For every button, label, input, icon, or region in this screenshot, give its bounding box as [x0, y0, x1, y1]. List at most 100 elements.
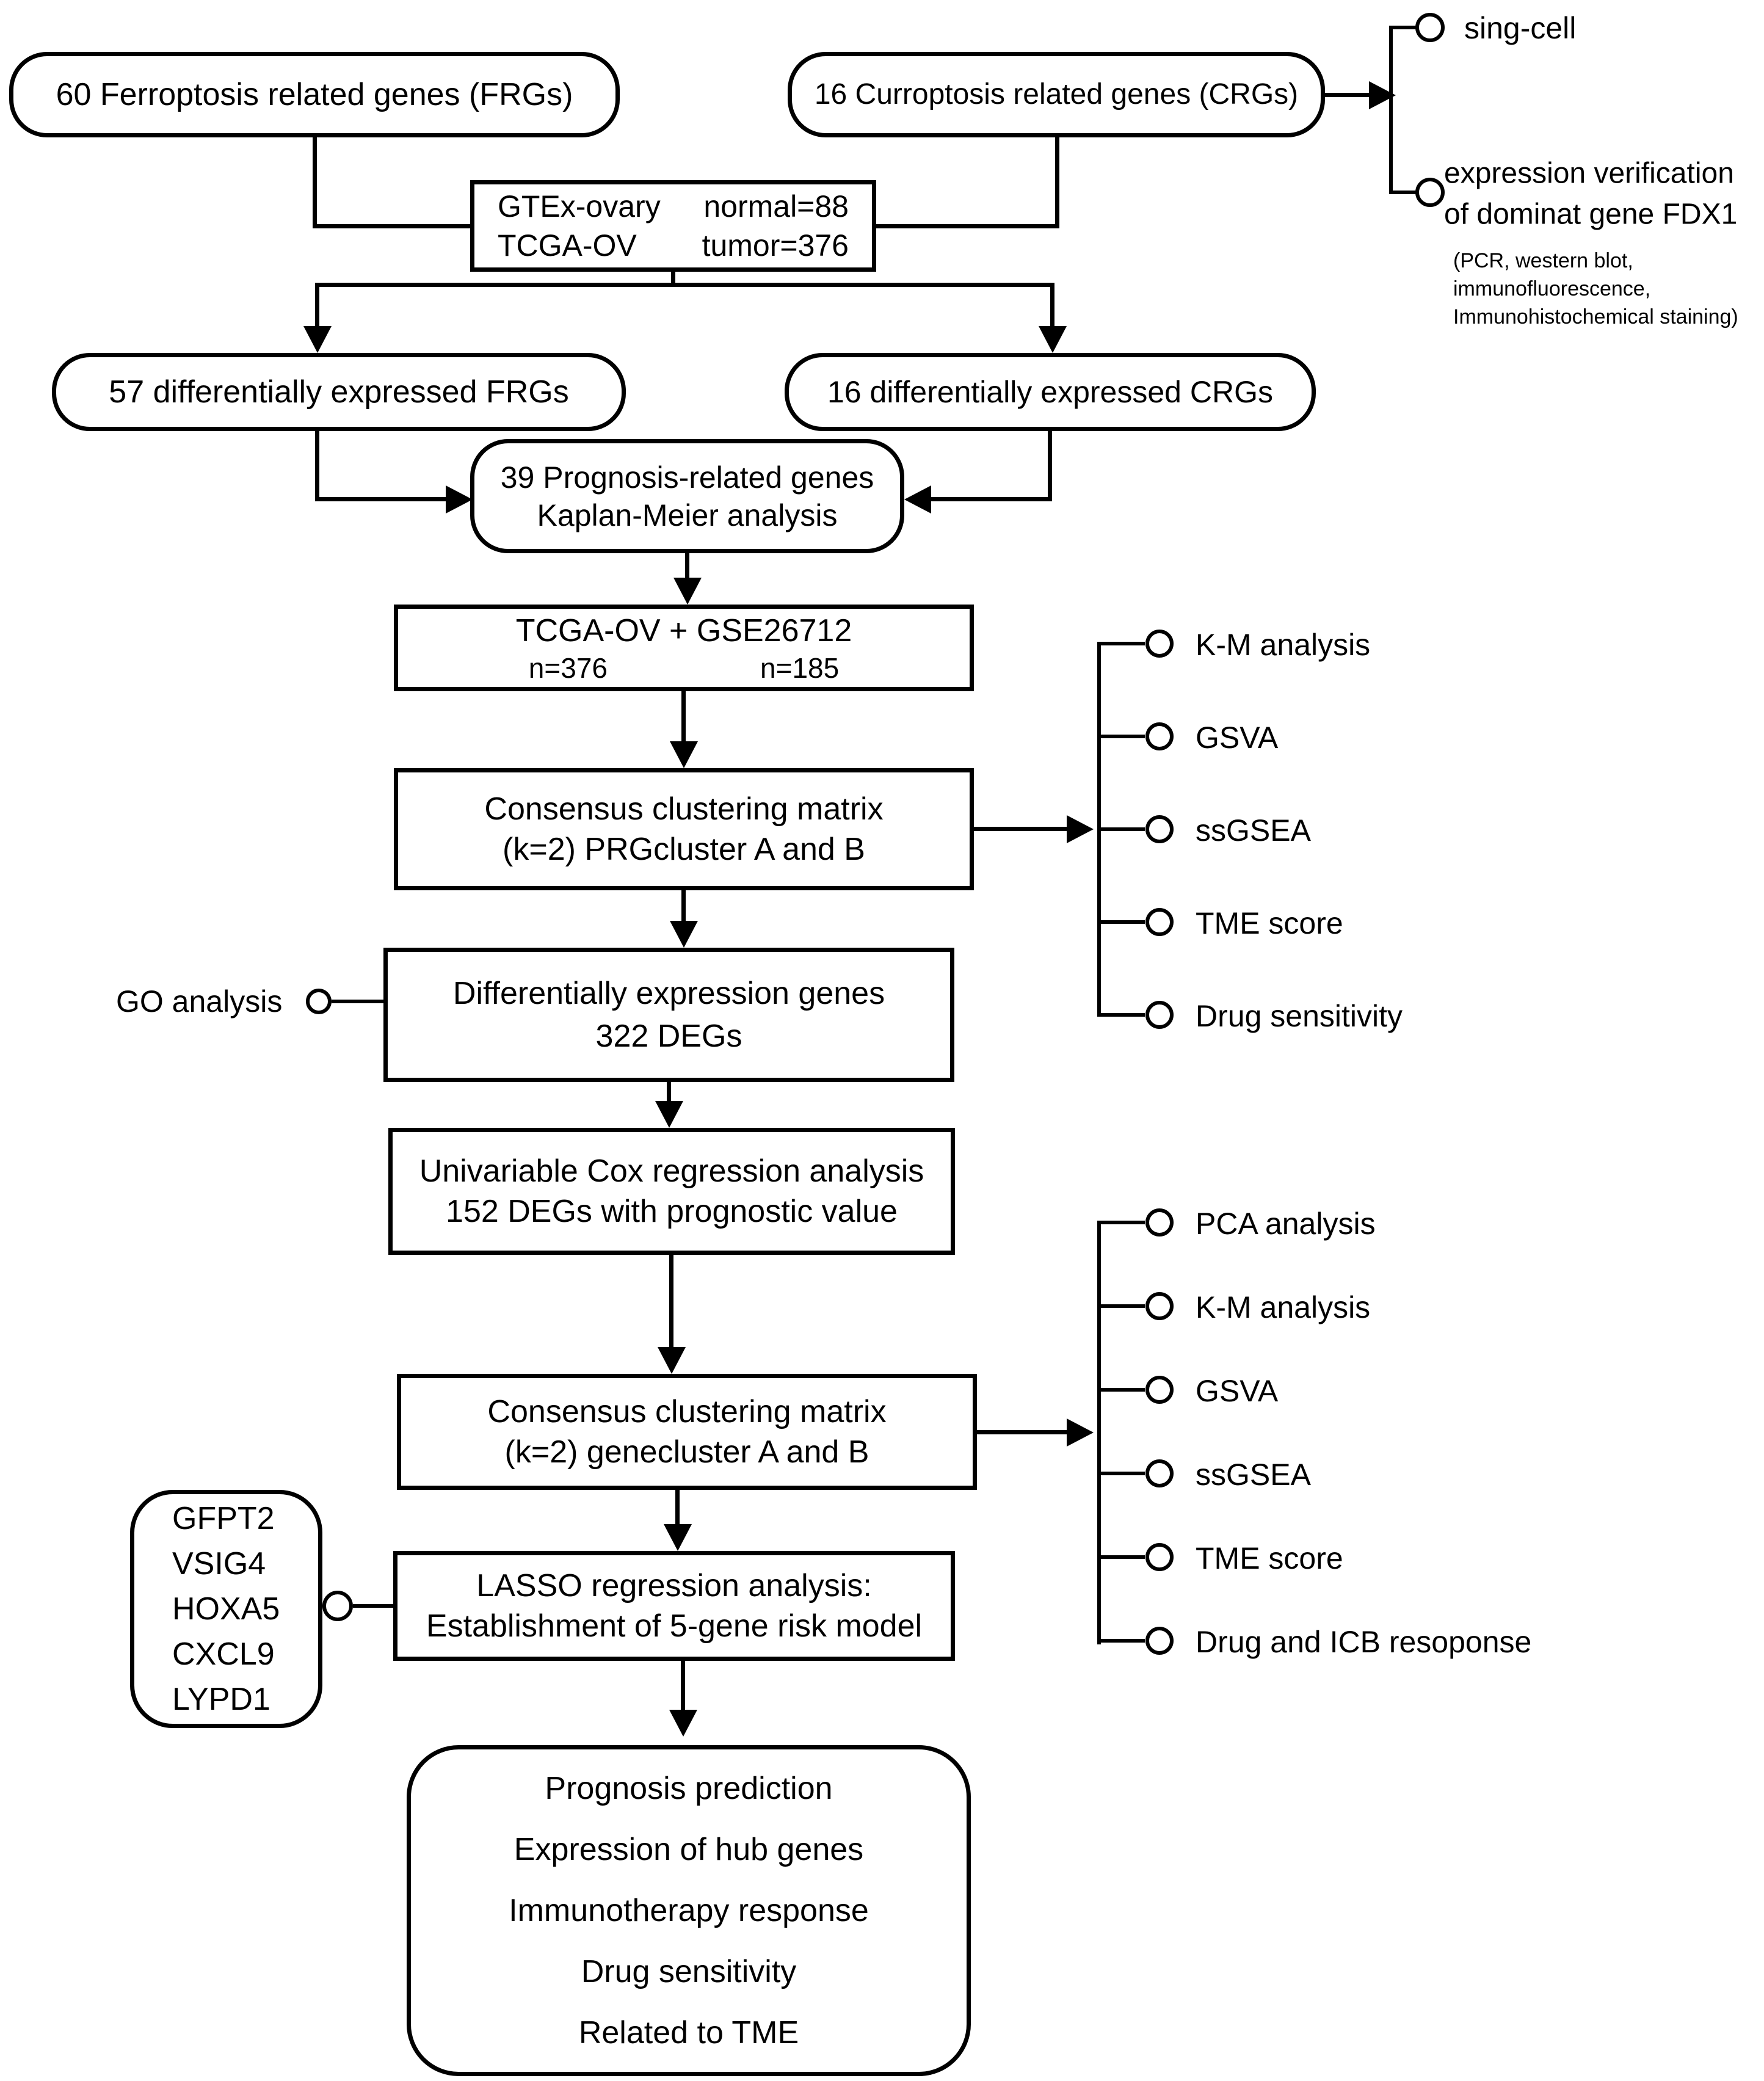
- arrow-down-icon: [1039, 326, 1067, 353]
- node-cox: Univariable Cox regression analysis 152 …: [388, 1128, 955, 1255]
- terminal-circle-icon: [1145, 1208, 1174, 1237]
- connector-line: [315, 283, 319, 329]
- connector-line: [315, 431, 319, 501]
- terminal-circle-icon: [1145, 908, 1174, 936]
- bracket1-item-tme: TME score: [1196, 906, 1343, 940]
- methods-note: (PCR, western blot, immunofluorescence, …: [1453, 247, 1738, 331]
- prognosis-genes-line1: 39 Prognosis-related genes: [500, 460, 874, 495]
- cohorts-counts-row: n=376 n=185: [529, 651, 839, 685]
- node-frg-label: 60 Ferroptosis related genes (FRGs): [56, 77, 573, 112]
- connector-line: [353, 1604, 393, 1608]
- connector-line: [977, 1430, 1067, 1434]
- terminal-circle-icon: [1145, 1376, 1174, 1404]
- node-lasso: LASSO regression analysis: Establishment…: [393, 1551, 955, 1661]
- terminal-circle-icon: [1145, 1001, 1174, 1029]
- bracket-stub-line: [1097, 1221, 1145, 1224]
- outcome-drug: Drug sensitivity: [581, 1954, 797, 1989]
- cox-line1: Univariable Cox regression analysis: [419, 1153, 924, 1189]
- bracket1-item-drug: Drug sensitivity: [1196, 999, 1403, 1033]
- connector-line: [974, 827, 1067, 831]
- connector-line: [1055, 137, 1059, 228]
- arrow-down-icon: [303, 326, 332, 353]
- node-outcomes: Prognosis prediction Expression of hub g…: [407, 1745, 971, 2076]
- arrow-left-icon: [904, 485, 931, 514]
- arrow-down-icon: [673, 578, 702, 605]
- node-gtex-source: GTEx-ovary normal=88 TCGA-OV tumor=376: [470, 180, 876, 272]
- bracket1-item-gsva: GSVA: [1196, 721, 1279, 755]
- bracket2-item-ssgsea: ssGSEA: [1196, 1458, 1311, 1492]
- terminal-circle-icon: [1145, 1543, 1174, 1571]
- node-hub-genes: GFPT2 VSIG4 HOXA5 CXCL9 LYPD1: [130, 1490, 322, 1728]
- arrow-right-icon: [446, 485, 473, 514]
- bracket-stub-line: [1097, 735, 1145, 738]
- arrow-right-icon: [1067, 815, 1094, 843]
- connector-line: [681, 691, 686, 760]
- terminal-circle-icon: [1415, 13, 1445, 42]
- terminal-circle-icon: [1145, 722, 1174, 750]
- cluster-prg-line1: Consensus clustering matrix: [484, 791, 884, 827]
- node-deg-crg-label: 16 differentially expressed CRGs: [827, 375, 1273, 409]
- outcome-expression: Expression of hub genes: [514, 1832, 864, 1867]
- node-cluster-gene: Consensus clustering matrix (k=2) genecl…: [397, 1374, 977, 1490]
- gtex-normal-count: normal=88: [703, 189, 849, 223]
- gene-hoxa5: HOXA5: [172, 1591, 280, 1627]
- connector-line: [332, 1000, 383, 1003]
- gtex-dataset-label: GTEx-ovary: [498, 189, 661, 223]
- arrow-down-icon: [670, 741, 698, 768]
- outcome-prognosis: Prognosis prediction: [545, 1771, 833, 1806]
- arrow-down-icon: [669, 1710, 697, 1737]
- connector-line: [1325, 93, 1369, 97]
- expression-verification-label-line2: of dominat gene FDX1: [1444, 198, 1738, 231]
- connector-line: [1048, 431, 1052, 501]
- cluster-gene-line2: (k=2) genecluster A and B: [504, 1434, 869, 1470]
- bracket-stub-line: [1097, 1639, 1145, 1643]
- connector-line: [313, 224, 470, 228]
- node-deg-frg-label: 57 differentially expressed FRGs: [109, 374, 569, 410]
- bracket2-item-gsva: GSVA: [1196, 1374, 1279, 1408]
- node-deg-frg: 57 differentially expressed FRGs: [52, 353, 626, 431]
- single-cell-label: sing-cell: [1464, 11, 1577, 45]
- outcome-immunotherapy: Immunotherapy response: [509, 1893, 869, 1928]
- connector-line: [685, 553, 689, 596]
- tcga-tumor-count: tumor=376: [702, 228, 849, 263]
- bracket-line: [1097, 1221, 1101, 1644]
- terminal-circle-icon: [1415, 178, 1445, 207]
- connector-line: [681, 890, 686, 939]
- bracket-stub-line: [1389, 26, 1417, 29]
- expression-verification-label-line1: expression verification: [1444, 157, 1734, 190]
- gtex-row-normal: GTEx-ovary normal=88: [474, 187, 872, 226]
- bracket2-item-icb: Drug and ICB resoponse: [1196, 1625, 1532, 1659]
- gene-cxcl9: CXCL9: [172, 1636, 275, 1672]
- arrow-right-icon: [1067, 1418, 1094, 1447]
- gene-vsig4: VSIG4: [172, 1546, 266, 1582]
- connector-line: [669, 1255, 673, 1348]
- bracket1-item-ssgsea: ssGSEA: [1196, 813, 1311, 848]
- connector-line: [671, 272, 675, 287]
- methods-note-line2: immunofluorescence,: [1453, 277, 1651, 300]
- degs-line2: 322 DEGs: [595, 1019, 742, 1054]
- node-frg: 60 Ferroptosis related genes (FRGs): [9, 52, 620, 137]
- terminal-circle-icon: [1145, 1459, 1174, 1487]
- methods-note-line3: Immunohistochemical staining): [1453, 305, 1738, 329]
- bracket2-item-tme: TME score: [1196, 1541, 1343, 1575]
- lasso-line1: LASSO regression analysis:: [476, 1568, 872, 1603]
- degs-line1: Differentially expression genes: [452, 976, 885, 1011]
- node-degs: Differentially expression genes 322 DEGs: [383, 948, 954, 1082]
- tcga-dataset-label: TCGA-OV: [498, 228, 637, 263]
- bracket-line: [1389, 27, 1393, 194]
- terminal-circle-icon: [322, 1591, 353, 1621]
- arrow-down-icon: [658, 1347, 686, 1374]
- connector-line: [315, 283, 1054, 287]
- cluster-prg-line2: (k=2) PRGcluster A and B: [503, 832, 865, 867]
- connector-line: [929, 497, 1052, 501]
- node-cohorts: TCGA-OV + GSE26712 n=376 n=185: [394, 605, 974, 691]
- node-crg-label: 16 Curroptosis related genes (CRGs): [814, 78, 1299, 111]
- bracket-stub-line: [1097, 1304, 1145, 1308]
- gtex-row-tumor: TCGA-OV tumor=376: [474, 226, 872, 265]
- bracket-stub-line: [1097, 1388, 1145, 1392]
- bracket1-item-km: K-M analysis: [1196, 628, 1371, 662]
- bracket-stub-line: [1097, 1555, 1145, 1559]
- bracket2-item-pca: PCA analysis: [1196, 1207, 1376, 1241]
- cohorts-line1: TCGA-OV + GSE26712: [515, 613, 852, 648]
